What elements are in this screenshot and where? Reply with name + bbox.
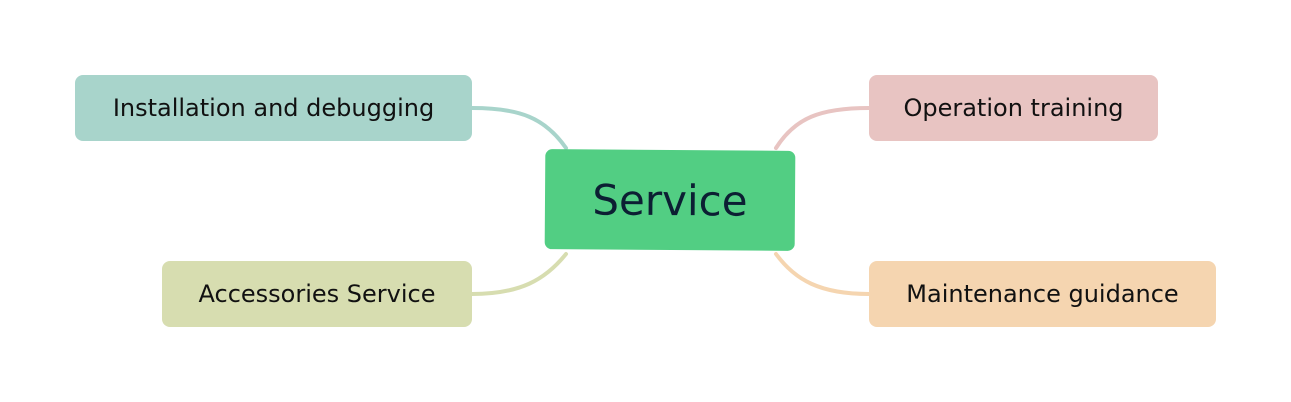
connector-installation: [470, 106, 568, 150]
connector-operation: [774, 106, 871, 150]
connector-accessories: [470, 252, 568, 296]
central-topic[interactable]: Service: [544, 149, 796, 251]
topic-installation-and-debugging[interactable]: Installation and debugging: [75, 75, 472, 141]
topic-maintenance-guidance[interactable]: Maintenance guidance: [869, 261, 1216, 327]
topic-accessories-service[interactable]: Accessories Service: [162, 261, 472, 327]
topic-operation-training[interactable]: Operation training: [869, 75, 1158, 141]
connector-maintenance: [774, 252, 871, 296]
